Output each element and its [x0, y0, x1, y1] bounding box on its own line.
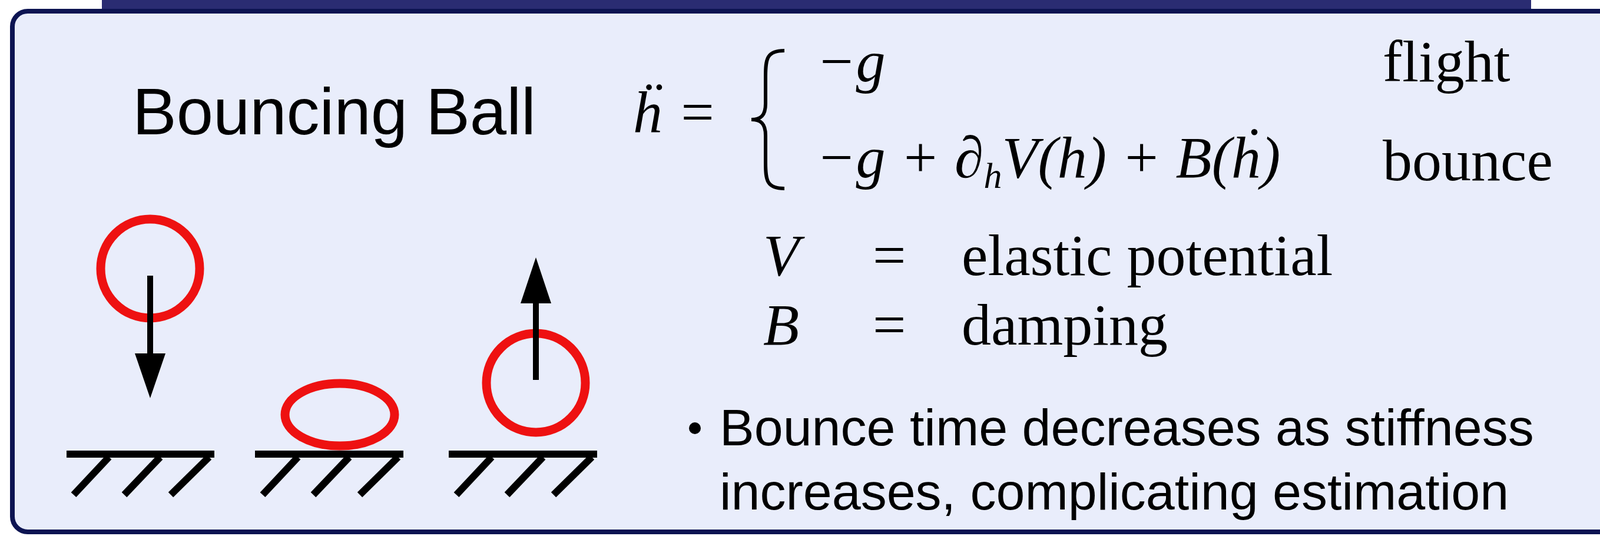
slide-panel: [12, 11, 1600, 532]
header-bar: [101, 0, 1532, 9]
ground-line: [448, 450, 598, 458]
ground-hatch: [456, 456, 492, 495]
ground-hatch: [170, 456, 210, 495]
ground-line: [254, 450, 404, 458]
symbol: V: [763, 221, 800, 290]
equals-sign: =: [872, 221, 906, 290]
velocity-arrow: [532, 297, 539, 380]
arrow-head: [520, 257, 552, 304]
symbol: B: [763, 290, 800, 359]
velocity-arrow: [147, 275, 154, 360]
symbol-definition: damping: [961, 290, 1168, 359]
bounce-expression: V(h) + B(ḣ): [1001, 124, 1281, 191]
falling-ball: [66, 219, 215, 495]
ground-hatch: [313, 456, 350, 495]
symbol-definition: elastic potential: [961, 221, 1333, 290]
subscript: h: [983, 155, 1002, 196]
flight-expression: −g: [816, 27, 886, 96]
ground-hatch: [553, 456, 592, 495]
ground-line: [66, 450, 215, 458]
equation-lhs: ḧ =: [633, 78, 717, 147]
curly-brace: [751, 50, 785, 189]
bullet-text: Bounce time decreases as stiffness incre…: [719, 395, 1556, 524]
ground-hatch: [507, 456, 543, 495]
arrow-head: [134, 353, 166, 399]
equals-sign: =: [872, 290, 906, 359]
ground-hatch: [262, 456, 298, 495]
ground-hatch: [359, 456, 399, 495]
equation-row: −g + ∂hV(h) + B(ḣ): [816, 123, 1281, 197]
bullet-dot: [688, 422, 701, 435]
rising-ball: [448, 257, 598, 495]
ball-outline: [285, 383, 395, 446]
ground-hatch: [73, 456, 109, 495]
case-label: bounce: [1382, 126, 1553, 195]
compressed-ball: [254, 383, 404, 495]
slide-title: Bouncing Ball: [132, 74, 536, 151]
bounce-expression: −g + ∂: [816, 124, 984, 191]
case-label: flight: [1382, 27, 1511, 96]
ground-hatch: [124, 456, 161, 495]
